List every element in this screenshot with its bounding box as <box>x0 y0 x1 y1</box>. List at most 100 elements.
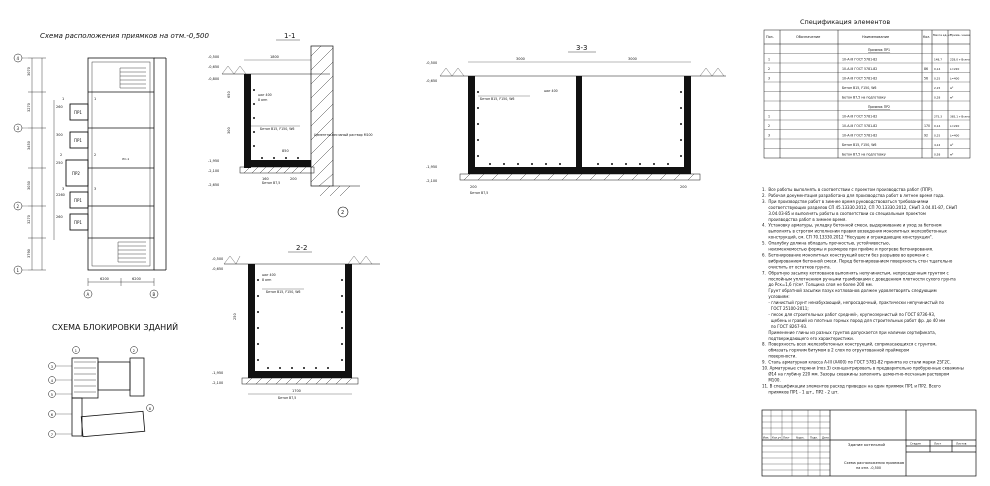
level-mark: -1,950 <box>208 159 219 163</box>
tb-label: Лист <box>783 436 790 440</box>
note-line: 1. Все работы выполнять в соответствии с… <box>762 187 933 192</box>
spec-table: Спецификация элементов Поз. Обозначение … <box>763 18 970 159</box>
slab <box>251 160 311 167</box>
spec-cell-note: L=400 <box>950 77 959 81</box>
pit-5 <box>69 213 89 231</box>
level-mark: -1,950 <box>212 371 223 375</box>
dim: 3070 <box>27 67 31 76</box>
spec-cell-mass: 2,15 <box>934 86 940 90</box>
dim: 3000 <box>628 57 637 61</box>
title-block: Изм. Кол.уч Лист №док. Подп. Дата Стадия… <box>761 409 977 477</box>
note-line: 3.04.03-85 и выполнять работы в соответс… <box>762 211 926 216</box>
stair-label: ЛС-1 <box>122 157 129 161</box>
spec-cell-mass: 0,58 <box>934 153 940 157</box>
dim: 300 <box>227 127 231 134</box>
note-line: 3. При производстве работ в зимнее время… <box>762 199 929 204</box>
note-line: 4. Установку арматуры, укладку бетонной … <box>762 223 942 228</box>
notes-1-1: шаг 400 8 arm Бетон В15, F150, W6 Бетон … <box>250 93 373 185</box>
block-marker: 5 <box>51 393 53 397</box>
dim: 3000 <box>516 57 525 61</box>
level-mark: -0,500 <box>208 55 219 59</box>
pit-label: ПР2 <box>72 171 80 176</box>
blocking-scheme: СХЕМА БЛОКИРОВКИ ЗДАНИЙ 1 2 3 4 5 6 7 8 <box>48 321 178 438</box>
prep-layer <box>239 166 315 174</box>
spec-header-cell: Приме- чание <box>950 33 970 37</box>
spec-cell-mass: 275,3 <box>934 115 942 119</box>
note-line: 11. В спецификации элементов расход прив… <box>762 383 941 388</box>
level-mark: -1,950 <box>426 165 437 169</box>
section-2-2: 2-2 -0,500 -0,650 -1,950 -2 <box>212 244 380 400</box>
callout: Цементно-песчаный раствор М100 <box>314 133 373 137</box>
note-line: щебень и гравий из плотных горных пород … <box>762 318 945 323</box>
dim: 250 <box>233 313 237 320</box>
dim: 3270 <box>27 103 31 112</box>
section-marker: 1 <box>94 97 96 101</box>
dim: 650 <box>227 91 231 98</box>
level-mark: -2,100 <box>212 381 223 385</box>
pits: ПР1 ПР1 ПР2 ПР1 ПР1 <box>65 103 89 231</box>
dim: 200 <box>680 185 687 189</box>
spec-cell-pos: 2 <box>768 67 770 71</box>
levels-2-2: -0,500 -0,650 -1,950 -2,100 <box>212 257 223 385</box>
block-marker: 4 <box>51 379 54 383</box>
callout: Бетон В7,5 <box>278 396 296 400</box>
note-line: конструкций, см. СП 70.13330.2012 "Несущ… <box>762 235 933 240</box>
callout: 8 arm <box>258 98 267 102</box>
tb-label: №док. <box>796 437 805 440</box>
spec-cell-note: L=220 <box>950 67 959 71</box>
pit-label: ПР1 <box>74 138 82 143</box>
section-title: 2-2 <box>296 244 307 252</box>
pit-label: ПР1 <box>74 198 82 203</box>
pit-3 <box>65 159 89 187</box>
section-marker: 3 <box>62 187 64 191</box>
note-line: до Рск=1,6 г/см³. Толщина слоя не более … <box>762 282 873 287</box>
note-line: М100. <box>762 377 781 382</box>
section-marker: 3 <box>94 187 96 191</box>
note-line: - песок для строительных работ средней-,… <box>762 312 935 317</box>
dim: 1700 <box>292 389 301 393</box>
callout: Бетон В7,5 <box>470 191 488 195</box>
axis-mark: 2 <box>17 204 20 209</box>
spec-cell-name: 10-А-III ГОСТ 5781-82 <box>842 115 877 119</box>
spec-header-cell: Кол. <box>923 35 930 39</box>
spec-header-cell: Масса ед.,кг <box>933 33 952 37</box>
spec-cell-mass: 0,25 <box>934 77 940 81</box>
spec-cell-name: Бетон В7,5 на подготовку <box>842 96 886 100</box>
dim: 200 <box>290 177 297 181</box>
note-line: вибрированием бетонной смеси. Перед бето… <box>762 258 953 263</box>
prep-layer <box>241 377 359 385</box>
tb-label: Изм. <box>763 436 769 440</box>
spec-cell-name: 10-А-III ГОСТ 5781-82 <box>842 77 877 81</box>
block-marker: 3 <box>51 365 53 369</box>
plan-dims: 3070 3270 3450 3030 3270 3790 260 300 25… <box>27 67 65 258</box>
note-line: 6. Бетонирование монолитных конструкций … <box>762 252 929 257</box>
spec-cell-pos: 3 <box>768 77 770 81</box>
note-line: 5. Опалубку должна обладать прочностью, … <box>762 241 890 246</box>
note-line: очистить от остатков грунта. <box>762 264 831 269</box>
spec-header-cell: Поз. <box>766 35 774 39</box>
callout: шаг 400 <box>262 273 276 277</box>
spec-title: Спецификация элементов <box>800 18 890 26</box>
spec-cell-name: Приямок ПР1 <box>868 48 890 52</box>
spec-cell-mass: 0,14 <box>934 124 940 128</box>
callout: Бетон В15, F150, W6 <box>480 97 514 101</box>
level-mark: -2,100 <box>208 169 219 173</box>
detail-bubble: 2 <box>341 210 344 216</box>
dim: 3790 <box>27 249 31 258</box>
spec-cell-pos: 2 <box>768 124 770 128</box>
section-markers: 1 1 2 2 3 3 <box>60 97 96 191</box>
spec-cell-name: Бетон В15, F150, W6 <box>842 143 876 147</box>
level-mark: -0,650 <box>426 79 437 83</box>
spec-cell-qty: 56 <box>924 77 928 81</box>
callout: Бетон В15, F150, W6 <box>266 290 300 294</box>
level-mark: -2,100 <box>426 179 437 183</box>
spec-cell-note: 365,1 т Всего <box>950 115 970 119</box>
plan-dim-lines <box>28 57 55 271</box>
spec-cell-note: м³ <box>950 96 953 100</box>
note-line: обмазать горячим битумом в 2 слоя по огр… <box>762 348 909 353</box>
tb-subtitle: Схема расположения приямков <box>844 461 904 465</box>
wall-left <box>468 76 475 174</box>
spec-cell-qty: 92 <box>924 134 928 138</box>
spec-cell-name: 10-А-III ГОСТ 5781-82 <box>842 67 877 71</box>
spec-cell-mass: 0,28 <box>934 96 940 100</box>
